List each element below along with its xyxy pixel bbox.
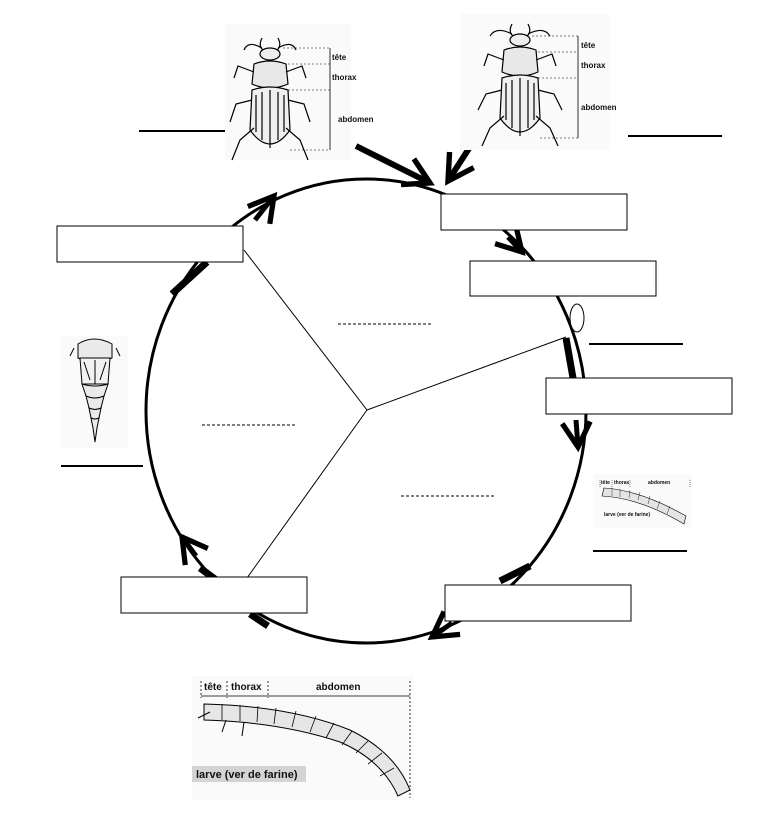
label-head-big-larva: tête: [204, 682, 222, 693]
label-abdomen-right: abdomen: [581, 103, 617, 112]
answer-box-4[interactable]: [444, 584, 632, 622]
label-thorax-big-larva: thorax: [231, 682, 262, 693]
label-abdomen-left: abdomen: [338, 115, 374, 124]
answer-box-2[interactable]: [469, 260, 657, 297]
answer-box-3[interactable]: [545, 377, 733, 415]
label-head-right: tête: [581, 41, 596, 50]
sector-lines: [243, 249, 567, 579]
answer-box-6[interactable]: [56, 225, 244, 263]
thick-segments: [169, 259, 577, 629]
pupa-icon: [60, 336, 128, 448]
answer-boxes: [56, 193, 733, 622]
adult-beetle-left-icon: tête thorax abdomen: [225, 24, 374, 161]
label-thorax-left: thorax: [332, 73, 357, 82]
answer-box-1[interactable]: [440, 193, 628, 231]
sector-blanks: [202, 323, 495, 497]
label-abdomen-big-larva: abdomen: [316, 682, 360, 693]
label-thorax-small-larva: thorax: [614, 480, 630, 486]
label-abdomen-small-larva: abdomen: [648, 480, 670, 486]
cycle-arrows: [178, 191, 593, 641]
answer-box-5[interactable]: [120, 576, 308, 614]
label-larva-caption: larve (ver de farine): [196, 769, 298, 781]
adult-beetle-right-icon: tête thorax abdomen: [460, 14, 617, 150]
small-larva-icon: tête thorax abdomen larve (ver de farine…: [594, 474, 692, 528]
egg-oval: [569, 303, 585, 333]
label-head-left: tête: [332, 53, 347, 62]
label-thorax-right: thorax: [581, 61, 606, 70]
label-larva-small: larve (ver de farine): [604, 512, 650, 518]
label-head-small-larva: tête: [601, 480, 610, 486]
big-larva-icon: tête thorax abdomen larve (ver de farine…: [192, 676, 414, 800]
